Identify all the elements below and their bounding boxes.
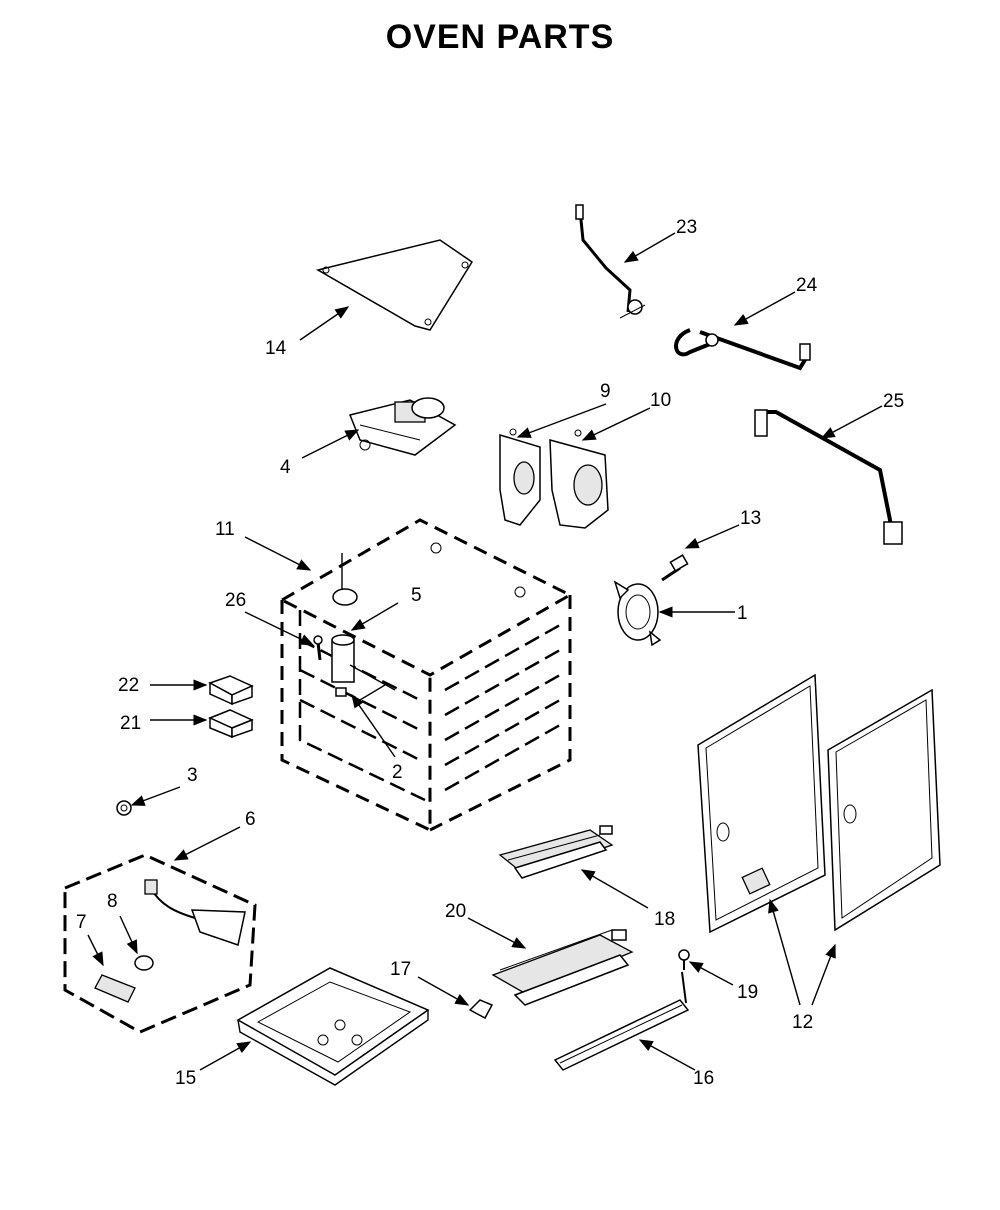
callout-24: 24 bbox=[796, 275, 818, 296]
part-17-clip bbox=[468, 999, 494, 1020]
callout-4: 4 bbox=[280, 457, 291, 478]
part-11-oven-cavity bbox=[278, 518, 574, 833]
part-26-screw bbox=[313, 635, 323, 661]
callout-15: 15 bbox=[175, 1068, 196, 1089]
callout-26: 26 bbox=[225, 590, 246, 611]
part-24-tube bbox=[674, 328, 811, 371]
callout-2: 2 bbox=[392, 762, 403, 783]
callout-20: 20 bbox=[445, 901, 466, 922]
part-12-side-panel-left bbox=[697, 673, 826, 934]
part-21-pad bbox=[208, 709, 254, 739]
callout-10: 10 bbox=[650, 390, 671, 411]
callout-22: 22 bbox=[118, 675, 139, 696]
part-22-pad bbox=[208, 675, 254, 706]
part-18-burner bbox=[498, 825, 614, 879]
part-5-igniter bbox=[331, 634, 396, 691]
callout-3: 3 bbox=[187, 765, 198, 786]
part-13-screw bbox=[661, 554, 689, 582]
part-15-broiler-pan bbox=[236, 967, 430, 1086]
part-14-shield-plate bbox=[316, 239, 474, 331]
callout-19: 19 bbox=[737, 982, 758, 1003]
part-7-lens bbox=[94, 974, 136, 1003]
callout-17: 17 bbox=[390, 959, 411, 980]
part-3-screw bbox=[116, 800, 132, 816]
callout-12: 12 bbox=[792, 1012, 813, 1033]
callout-13: 13 bbox=[740, 508, 761, 529]
part-9-bracket bbox=[499, 428, 541, 526]
leader-lines bbox=[87, 232, 883, 1071]
callout-23: 23 bbox=[676, 217, 697, 238]
callout-21: 21 bbox=[120, 713, 141, 734]
callout-6: 6 bbox=[245, 809, 256, 830]
part-4-switch-bracket bbox=[348, 397, 457, 456]
part-23-tube bbox=[575, 204, 646, 319]
callout-5: 5 bbox=[411, 585, 422, 606]
part-20-burner bbox=[491, 929, 634, 1006]
callout-25: 25 bbox=[883, 391, 904, 412]
callout-8: 8 bbox=[107, 891, 118, 912]
part-6-light-kit bbox=[63, 853, 257, 1034]
part-8-bulb bbox=[134, 955, 154, 971]
callout-16: 16 bbox=[693, 1068, 714, 1089]
part-25-tube bbox=[754, 409, 903, 545]
callout-18: 18 bbox=[654, 909, 675, 930]
part-12-side-panel-right bbox=[827, 688, 941, 932]
part-10-bracket bbox=[549, 429, 609, 529]
callout-11: 11 bbox=[215, 519, 235, 540]
callout-7: 7 bbox=[76, 912, 87, 933]
part-16-rail bbox=[553, 971, 690, 1071]
callout-14: 14 bbox=[265, 338, 287, 359]
page-title: OVEN PARTS bbox=[385, 18, 615, 56]
callout-labels: 1 2 3 4 5 6 7 8 9 10 11 12 13 14 15 16 1… bbox=[76, 217, 904, 1089]
part-2-wire bbox=[335, 684, 386, 701]
callout-9: 9 bbox=[600, 381, 611, 402]
callout-1: 1 bbox=[737, 603, 748, 624]
part-19-screw bbox=[678, 949, 690, 970]
part-1-plate bbox=[613, 580, 662, 647]
